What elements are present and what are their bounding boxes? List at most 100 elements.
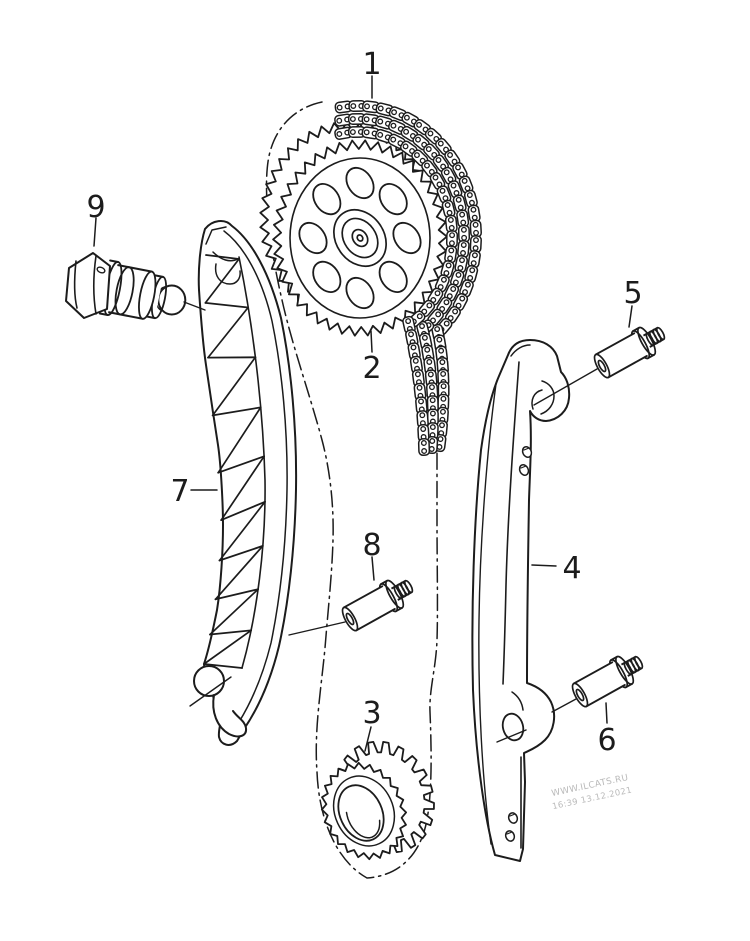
chain-pin-hole [440,276,447,283]
chain-pin-hole [349,116,356,122]
chain-pin-hole [464,281,471,288]
chain-path-dashed [265,101,439,879]
axis-line-bolt-6 [551,698,577,713]
bolt-flange-face [615,655,635,685]
chain-pin-hole [455,164,461,171]
callout-labels: 1 2 3 4 5 6 7 8 9 [86,47,642,758]
crank-gear-face-ring [332,775,396,847]
lattice-divider [211,406,262,417]
tensioner-body-ring [114,266,135,316]
bolt-body-edge [342,585,384,609]
guide-rail-hook-inner [510,344,555,711]
guide-rail-lug-axis-line [496,729,527,743]
cam-gear-hub-ring [333,208,387,268]
chain-link [334,126,353,140]
chain-pin-hole [403,128,410,135]
chain-pin-hole [427,371,434,378]
chain-pin-hole [420,440,427,446]
bolt-8 [341,579,414,632]
chain-link [348,100,367,112]
leader-line-5 [628,305,633,328]
guide-rail-ridge [502,361,522,849]
callout-1: 1 [362,47,381,82]
chain-pin-hole [440,395,447,402]
chain-link [361,100,381,114]
cam-gear-lightening-hole [312,260,342,293]
guide-rail [471,339,571,862]
chain-link [432,154,449,173]
chain-pin-hole [410,344,417,351]
lattice-divider [209,629,253,636]
chain-pin-hole [461,234,468,241]
chain-link [436,185,452,204]
chain-link [405,329,419,348]
bolt-body-edge [585,684,626,708]
callout-3: 3 [362,696,381,731]
bolt-flange-face [385,579,405,609]
crank-gear-bore [337,784,385,842]
chain-pin-hole [436,336,443,343]
callout-leader-lines [93,75,633,752]
cam-gear-lightening-hole [345,166,375,200]
chain-pin-hole [472,221,479,228]
chain-pin-hole [336,104,343,111]
chain-pin-hole [439,359,446,366]
chain-pin-hole [421,334,428,341]
chain-pin-hole [425,146,432,153]
guide-rail-outline [471,339,571,862]
chain-pin-hole [435,157,442,164]
chain-pin-hole [415,136,421,143]
tensioner-body [107,311,144,320]
chain-pin-hole [336,117,343,124]
chain-pin-hole [426,302,433,309]
lattice-divider [204,301,250,309]
chain-pin-hole [470,206,477,213]
chain-pin-hole [473,237,479,244]
chain-pin-hole [469,267,476,274]
crank-gear-bore-crescent [345,811,381,839]
chain-link [467,204,481,223]
chain-pin-hole [363,129,370,136]
cam-gear-hub-ring [341,217,379,259]
chain-pin-hole [403,114,410,121]
chain-pin-hole [434,290,441,297]
chain-link [452,293,469,312]
bolt-6 [571,655,644,708]
bolt-thread [630,657,640,672]
chain-pin-hole [460,242,467,248]
chain-link [469,219,482,238]
chain-pin-hole [448,224,455,231]
chain-pin-hole [432,174,439,181]
guide-rail-left-inner-line [478,383,497,845]
chain-pin-hole [459,211,466,218]
chain-pin-hole [440,383,447,390]
chain-pin-hole [429,397,436,404]
chain-pin-hole [413,152,420,159]
chain-link [457,224,471,243]
chain-pin-hole [438,347,445,354]
callout-6: 6 [597,723,616,758]
chain-link [417,438,431,456]
cam-gear-lightening-hole [392,221,422,255]
chain-pin-hole [460,219,467,226]
chain-pin-hole [460,250,466,256]
chain-link [427,287,444,306]
chain-link [444,214,458,233]
chain-pin-hole [424,162,430,169]
chain-pin-hole [449,232,456,239]
callout-4: 4 [562,551,581,586]
lattice-diagonal [204,258,240,304]
chain-pin-hole [444,202,451,208]
chain-pin-hole [473,229,479,236]
chain-pin-hole [427,130,434,137]
chain-pin-hole [421,448,428,454]
leader-line-4 [531,564,557,567]
bolt-body-edge [572,661,614,685]
chain-pin-hole [364,103,370,110]
axis-line-tensioner [183,301,206,311]
chain-pin-hole [448,240,455,247]
tensioner-hex-facets [73,255,97,315]
chain-link [452,161,468,181]
